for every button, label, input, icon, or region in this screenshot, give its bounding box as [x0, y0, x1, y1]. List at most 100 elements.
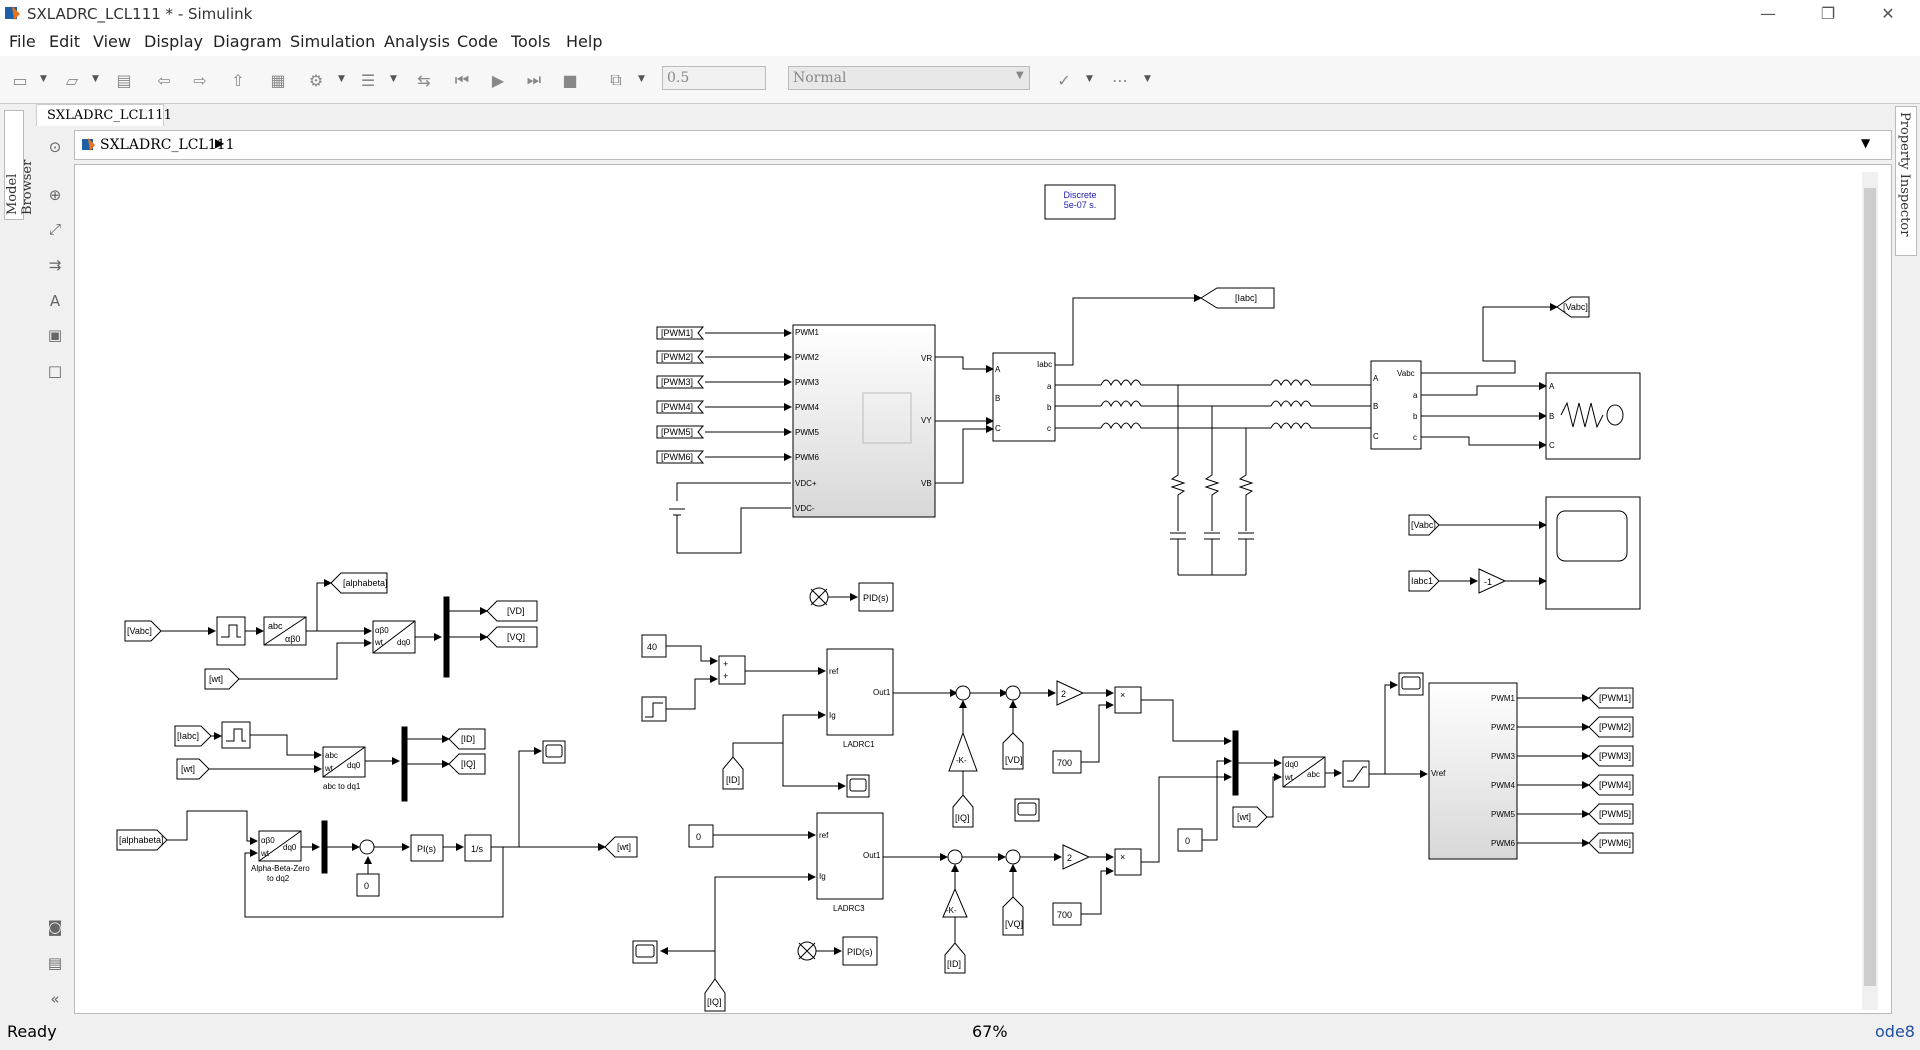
from-vabc-left[interactable]: [Vabc]	[124, 620, 162, 642]
breadcrumb-arrow-icon[interactable]: ▶	[215, 136, 225, 150]
from-vq[interactable]: [VQ]	[1002, 896, 1024, 936]
menu-tools[interactable]: Tools	[511, 32, 551, 51]
model-config-icon[interactable]: ⚙	[308, 70, 324, 90]
scope-ladrc1[interactable]	[846, 774, 870, 798]
new-dropdown-icon[interactable]: ▼	[40, 74, 47, 84]
pi-block[interactable]: PI(s)	[410, 834, 444, 862]
run-icon[interactable]: ▶	[491, 70, 505, 90]
lcl-filter[interactable]	[1055, 379, 1371, 576]
const-40[interactable]: 40	[641, 634, 667, 658]
zoom-icon[interactable]: ⊕	[48, 186, 62, 204]
from-vabc[interactable]: [Vabc]	[1408, 514, 1440, 536]
simulation-mode-select[interactable]: Normal	[788, 66, 1030, 90]
model-explorer-icon[interactable]: ☰	[360, 70, 376, 90]
sum-d2[interactable]	[1005, 685, 1021, 701]
vertical-scrollbar-thumb[interactable]	[1864, 188, 1876, 986]
fit-view-icon[interactable]: ⤢	[48, 220, 61, 238]
sum-isolated-1[interactable]	[809, 587, 829, 607]
sum-pll[interactable]	[359, 839, 375, 855]
image-icon[interactable]: ▣	[47, 326, 63, 344]
goto-vabc[interactable]: [Vabc]	[1556, 296, 1590, 318]
gain-2-1[interactable]: 2	[1056, 680, 1085, 706]
from-pwm5[interactable]: [PWM5]	[656, 425, 792, 439]
goto-vq[interactable]: [VQ]	[486, 626, 538, 648]
zoh-block[interactable]	[216, 616, 246, 646]
inspector-dropdown-icon[interactable]: ▼	[638, 74, 645, 84]
step-block[interactable]	[641, 696, 667, 722]
goto-vd[interactable]: [VD]	[486, 600, 538, 622]
goto-pwm2[interactable]: [PWM2]	[1588, 716, 1634, 738]
from-pwm3[interactable]: [PWM3]	[656, 375, 792, 389]
minimize-button[interactable]: —	[1760, 4, 1776, 23]
scope-ladrc3[interactable]	[632, 940, 658, 964]
add-ref-block[interactable]: ++	[718, 655, 746, 685]
sum-q1[interactable]	[947, 849, 963, 865]
current-measurement-block[interactable]: A B C Iabc a b c	[992, 352, 1056, 442]
menu-display[interactable]: Display	[144, 32, 203, 51]
gain-neg1[interactable]: -1	[1478, 568, 1507, 594]
build-icon[interactable]: ⋯	[1112, 70, 1128, 90]
goto-iq[interactable]: [IQ]	[448, 753, 486, 775]
undo-icon[interactable]: ⇦	[157, 70, 171, 90]
step-back-config-icon[interactable]: ⇆	[417, 70, 431, 90]
from-wt-3[interactable]: [wt]	[1232, 806, 1268, 828]
restore-button[interactable]: ❐	[1820, 4, 1836, 23]
const-0-ladrc3[interactable]: 0	[688, 824, 714, 848]
save-icon[interactable]: ▤	[116, 70, 132, 90]
demux-2[interactable]	[401, 726, 408, 802]
from-iq-1[interactable]: [IQ]	[952, 794, 974, 828]
from-vd[interactable]: [VD]	[1002, 732, 1024, 770]
hide-browser-icon[interactable]: ⊙	[48, 138, 62, 156]
goto-pwm5[interactable]: [PWM5]	[1588, 803, 1634, 825]
voltage-measurement-block[interactable]: A B C Vabc a b c	[1370, 360, 1422, 450]
data-inspector-icon[interactable]: ⧉	[610, 70, 622, 89]
from-pwm2[interactable]: [PWM2]	[656, 350, 792, 364]
from-alphabeta[interactable]: [alphabeta]	[116, 829, 168, 851]
address-dropdown-icon[interactable]: ▼	[1861, 136, 1871, 150]
menu-simulation[interactable]: Simulation	[290, 32, 376, 51]
library-browser-icon[interactable]: ▦	[270, 70, 286, 90]
solver-indicator[interactable]: ode8	[1875, 1022, 1915, 1041]
goto-wt[interactable]: [wt]	[604, 836, 638, 858]
scope-block[interactable]	[1545, 496, 1641, 610]
open-dropdown-icon[interactable]: ▼	[92, 74, 99, 84]
gain-k-1[interactable]: -K-	[948, 731, 978, 772]
zoh-block-2[interactable]	[221, 721, 251, 749]
step-back-icon[interactable]: ⏮	[454, 70, 470, 89]
pid-block-2[interactable]: PID(s)	[842, 936, 878, 966]
goto-alphabeta[interactable]: [alphabeta]	[330, 572, 388, 594]
from-id-1[interactable]: [ID]	[722, 756, 744, 790]
redo-icon[interactable]: ⇨	[193, 70, 207, 90]
model-browser-tab[interactable]	[4, 110, 24, 220]
three-phase-source-block[interactable]: A B C	[1545, 372, 1641, 460]
open-icon[interactable]: ▱	[65, 70, 79, 90]
product-2[interactable]: ×	[1114, 848, 1142, 876]
stop-time-input[interactable]: 0.5	[662, 66, 766, 90]
advisor-dropdown-icon[interactable]: ▼	[1086, 74, 1093, 84]
up-level-icon[interactable]: ⇧	[231, 70, 245, 90]
menu-view[interactable]: View	[93, 32, 131, 51]
scope-vref[interactable]	[1398, 672, 1424, 696]
property-inspector-tab[interactable]	[1895, 106, 1917, 256]
const-700-2[interactable]: 700	[1052, 902, 1082, 926]
sum-d1[interactable]	[955, 685, 971, 701]
collapse-palette-icon[interactable]: «	[50, 990, 60, 1008]
diagram-canvas[interactable]: Discrete 5e-07 s. [PWM1] [PWM2] [PWM3] […	[74, 164, 1892, 1014]
build-dropdown-icon[interactable]: ▼	[1144, 74, 1151, 84]
demux-1[interactable]	[443, 596, 450, 678]
inverter-subsystem[interactable]: PWM1 PWM2 PWM3 PWM4 PWM5 PWM6 VDC+ VDC- …	[792, 324, 936, 518]
sum-isolated-2[interactable]	[797, 941, 817, 961]
report-icon[interactable]: ▤	[47, 954, 63, 972]
powergui-block[interactable]: Discrete 5e-07 s.	[1044, 184, 1116, 220]
product-1[interactable]: ×	[1114, 686, 1142, 714]
menu-code[interactable]: Code	[457, 32, 498, 51]
menu-file[interactable]: File	[9, 32, 36, 51]
screenshot-icon[interactable]: ◙	[47, 918, 63, 936]
from-wt-2[interactable]: [wt]	[176, 758, 210, 780]
menu-diagram[interactable]: Diagram	[213, 32, 282, 51]
